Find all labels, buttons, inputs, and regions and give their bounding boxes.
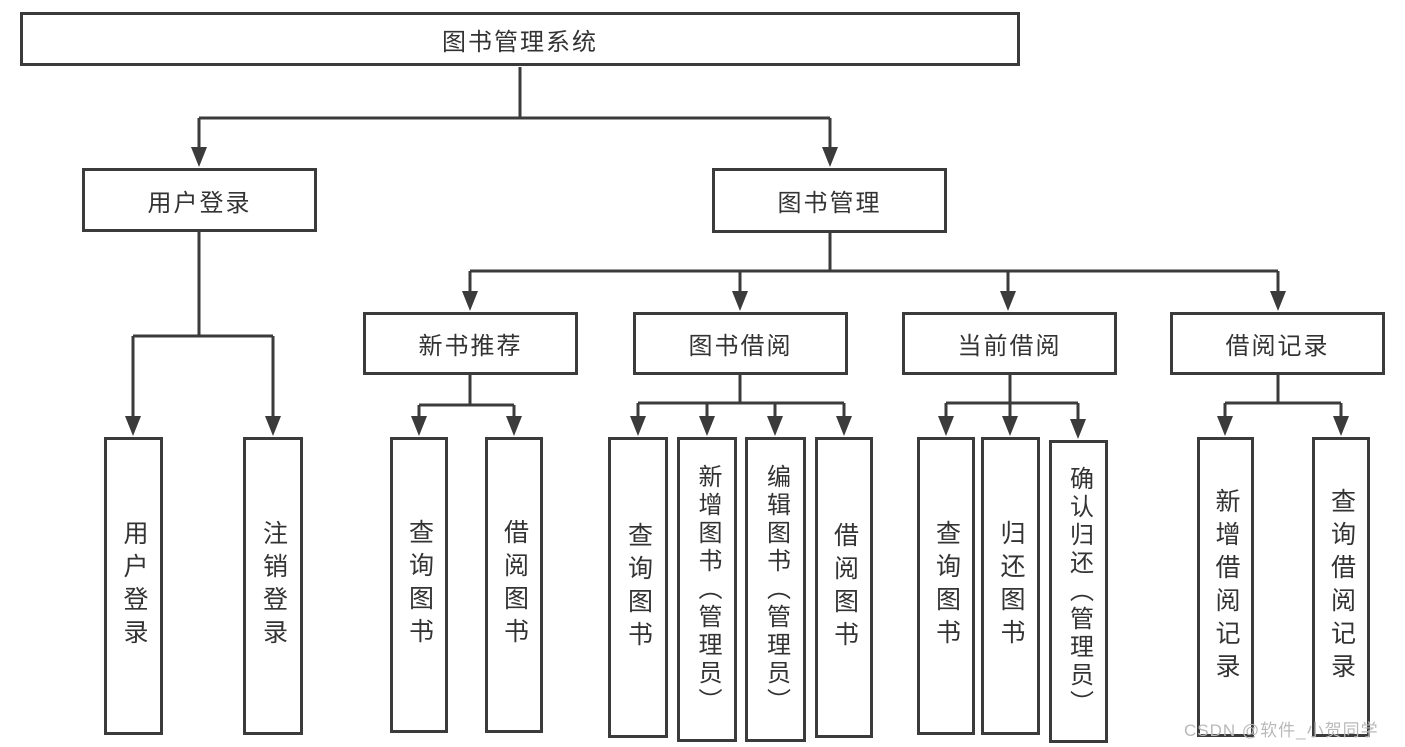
node-book-borrow: 图书借阅 xyxy=(633,312,848,375)
arrowhead xyxy=(1002,416,1018,436)
connector-new-book-children xyxy=(417,375,516,418)
leaf-label: 编辑图书（管理员） xyxy=(762,463,790,716)
leaf-label: 新增图书（管理员） xyxy=(694,463,721,716)
arrowhead xyxy=(732,291,748,311)
arrowhead xyxy=(630,416,646,436)
arrowhead xyxy=(506,416,522,436)
arrowhead xyxy=(938,416,954,436)
connector-book-management-sections xyxy=(468,233,1280,293)
leaf-query-borrow-record: 查询借阅记录 xyxy=(1312,437,1370,737)
leaf-return-book: 归还图书 xyxy=(981,437,1040,735)
arrowhead xyxy=(1333,416,1349,436)
arrowhead xyxy=(822,147,838,167)
leaf-query-books-recommend: 查询图书 xyxy=(390,437,448,733)
node-book-management: 图书管理 xyxy=(712,168,947,233)
connector-current-borrow-children xyxy=(944,375,1080,421)
arrowhead xyxy=(411,416,427,436)
leaf-label: 查询借阅记录 xyxy=(1327,488,1356,686)
arrowhead xyxy=(191,147,207,167)
connector-book-borrow-children xyxy=(636,375,846,418)
node-new-book-recommend: 新书推荐 xyxy=(363,312,578,375)
connector-root-to-level1 xyxy=(197,67,832,149)
leaf-label: 查询图书 xyxy=(405,519,434,651)
leaf-query-books-borrow: 查询图书 xyxy=(608,437,668,738)
leaf-label: 借阅图书 xyxy=(830,521,859,654)
arrowhead xyxy=(1270,291,1286,311)
leaf-label: 新增借阅记录 xyxy=(1212,488,1240,686)
connector-borrow-records-children xyxy=(1223,375,1343,418)
leaf-borrow-books-recommend: 借阅图书 xyxy=(485,437,543,733)
node-user-login: 用户登录 xyxy=(82,168,317,232)
leaf-borrow-books-borrow: 借阅图书 xyxy=(815,437,873,738)
leaf-label: 借阅图书 xyxy=(500,519,529,651)
csdn-watermark: CSDN @软件_小贺同学 xyxy=(1184,721,1379,740)
arrowhead xyxy=(836,416,852,436)
connector-user-login-children xyxy=(131,232,275,418)
node-root: 图书管理系统 xyxy=(20,12,1020,66)
leaf-label: 用户登录 xyxy=(120,520,148,652)
node-borrow-records: 借阅记录 xyxy=(1170,312,1385,375)
leaf-query-books-current: 查询图书 xyxy=(917,437,975,735)
leaf-label: 确认归还（管理员） xyxy=(1065,465,1093,718)
arrowhead xyxy=(265,416,281,436)
leaf-label: 查询图书 xyxy=(932,520,961,652)
arrowhead xyxy=(1000,291,1016,311)
arrowhead xyxy=(767,416,783,436)
leaf-logout-login: 注销登录 xyxy=(243,437,303,735)
arrowhead xyxy=(1217,416,1233,436)
node-current-borrow: 当前借阅 xyxy=(902,312,1117,375)
leaf-confirm-return-admin: 确认归还（管理员） xyxy=(1049,440,1108,743)
leaf-edit-book-admin: 编辑图书（管理员） xyxy=(745,437,806,742)
leaf-label: 归还图书 xyxy=(997,520,1025,652)
leaf-add-book-admin: 新增图书（管理员） xyxy=(677,437,737,742)
arrowhead xyxy=(462,291,478,311)
leaf-add-borrow-record: 新增借阅记录 xyxy=(1197,437,1254,737)
leaf-label: 查询图书 xyxy=(624,521,653,654)
leaf-user-login: 用户登录 xyxy=(104,437,163,735)
arrowhead xyxy=(1070,419,1086,439)
arrowhead xyxy=(125,416,141,436)
leaf-label: 注销登录 xyxy=(259,520,288,652)
arrowhead xyxy=(699,416,715,436)
